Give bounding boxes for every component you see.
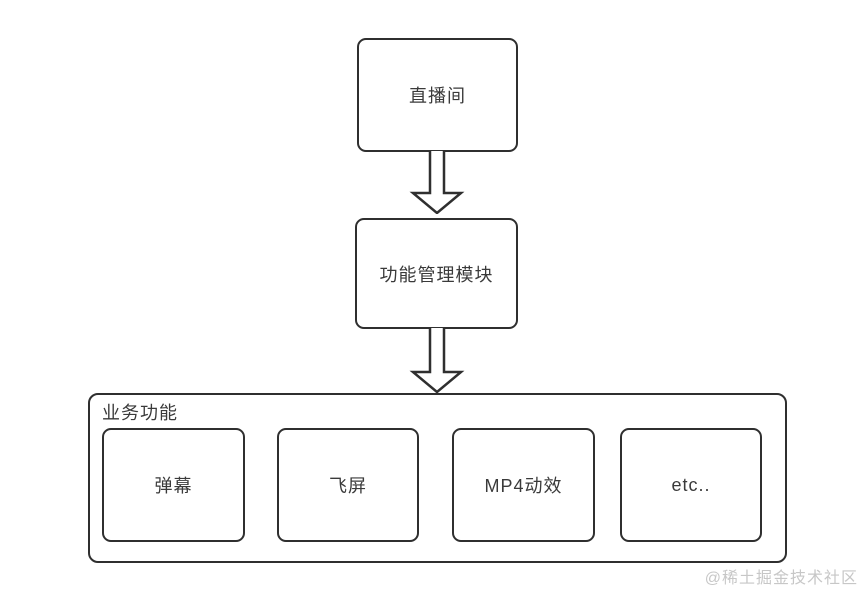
group-business-functions: 业务功能 弹幕 飞屏 MP4动效 etc.. (88, 393, 787, 563)
group-business-functions-label: 业务功能 (102, 403, 178, 423)
node-live-room-label: 直播间 (409, 86, 466, 106)
feature-box-label: 弹幕 (154, 476, 193, 496)
feature-box-etc: etc.. (620, 428, 762, 542)
feature-box-danmaku: 弹幕 (102, 428, 245, 542)
down-block-arrow-icon (409, 151, 465, 214)
down-block-arrow-icon (409, 328, 465, 393)
node-function-module: 功能管理模块 (355, 218, 518, 329)
watermark: @稀土掘金技术社区 (704, 570, 858, 587)
feature-box-mp4-effects: MP4动效 (452, 428, 595, 542)
feature-box-label: etc.. (671, 474, 711, 495)
node-live-room: 直播间 (357, 38, 518, 152)
feature-box-label: MP4动效 (484, 476, 563, 496)
feature-box-label: 飞屏 (329, 476, 367, 496)
node-function-module-label: 功能管理模块 (379, 264, 494, 285)
feature-box-flyscreen: 飞屏 (277, 428, 419, 542)
